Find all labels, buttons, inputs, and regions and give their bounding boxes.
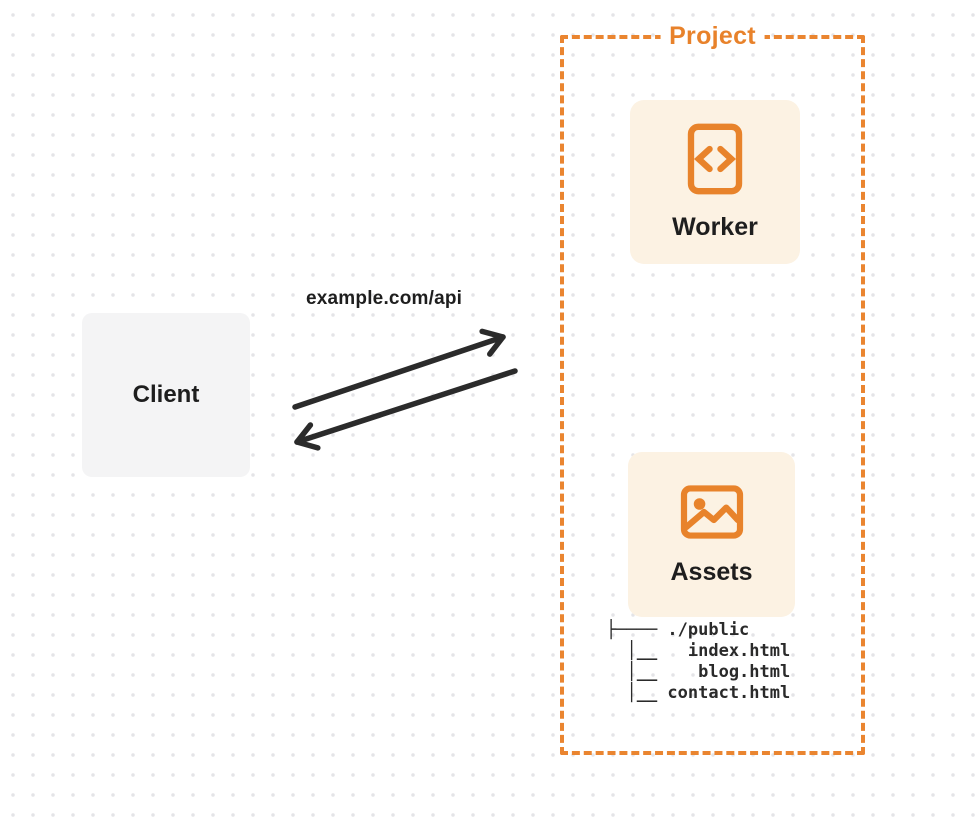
worker-node-label: Worker — [672, 213, 758, 241]
request-url-label: example.com/api — [306, 288, 463, 309]
file-tree-line-index: │__ index.html — [606, 641, 791, 661]
file-tree-line-contact: │__ contact.html — [606, 683, 791, 703]
assets-node-label: Assets — [670, 557, 753, 586]
client-node-label: Client — [132, 381, 200, 408]
project-container: Project Worker Assets ├──── ./public │__… — [560, 22, 865, 755]
worker-node: Worker — [630, 100, 800, 264]
file-tree-line-public: ├──── ./public — [606, 620, 750, 640]
code-file-icon — [687, 123, 743, 195]
project-title: Project — [660, 22, 765, 51]
request-arrow — [292, 328, 506, 410]
image-icon — [680, 484, 743, 539]
assets-file-tree: ├──── ./public │__ index.html │__ blog.h… — [606, 620, 790, 704]
client-node: Client — [82, 313, 250, 477]
assets-node: Assets — [628, 452, 795, 617]
file-tree-line-blog: │__ blog.html — [606, 662, 791, 682]
response-arrow — [294, 368, 518, 451]
